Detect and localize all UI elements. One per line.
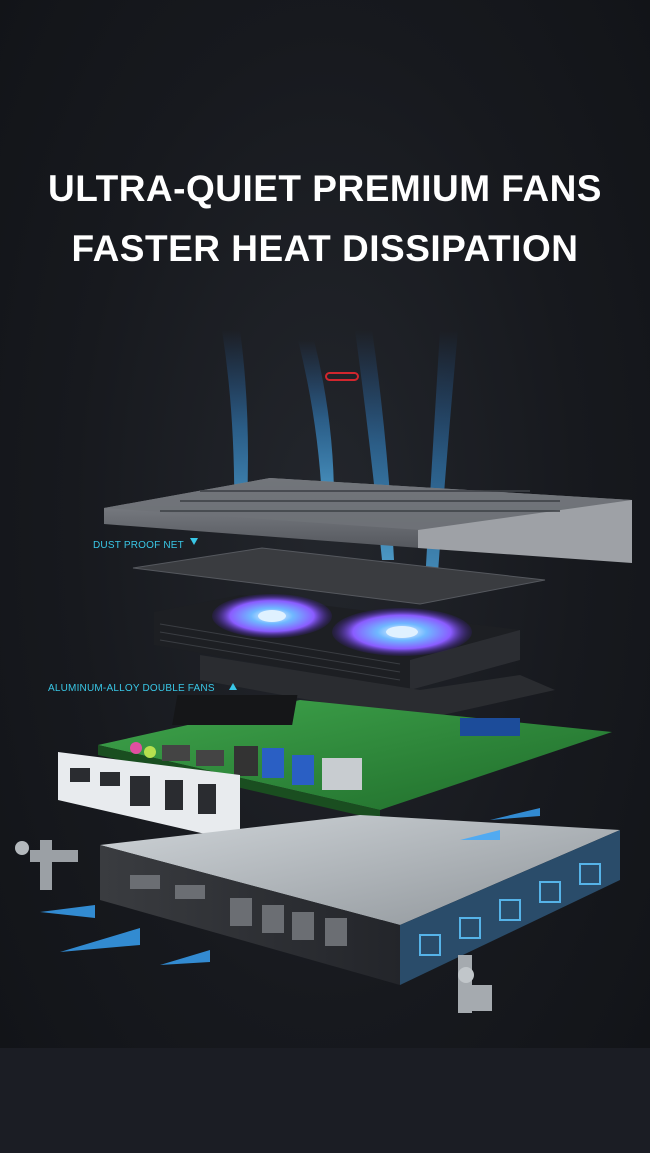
exhaust-arrows <box>40 808 540 965</box>
mount-bracket-left <box>15 840 78 890</box>
io-ports <box>130 742 362 790</box>
dust-proof-net <box>133 548 545 604</box>
mount-bracket-right <box>458 955 492 1013</box>
double-fans-pointer-icon <box>229 683 237 690</box>
headline-line-2: FASTER HEAT DISSIPATION <box>71 228 579 269</box>
io-shield <box>58 752 240 842</box>
bottom-band <box>0 1048 650 1153</box>
fan-heatsink <box>154 594 520 690</box>
headline-line-1: ULTRA-QUIET PREMIUM FANS <box>48 168 602 209</box>
red-marker <box>325 372 359 381</box>
double-fans-label: ALUMINUM-ALLOY DOUBLE FANS <box>48 683 215 694</box>
dust-proof-net-pointer-icon <box>190 538 198 545</box>
dust-proof-net-label: DUST PROOF NET <box>93 540 184 551</box>
top-lid <box>104 478 632 563</box>
chassis <box>100 815 620 985</box>
